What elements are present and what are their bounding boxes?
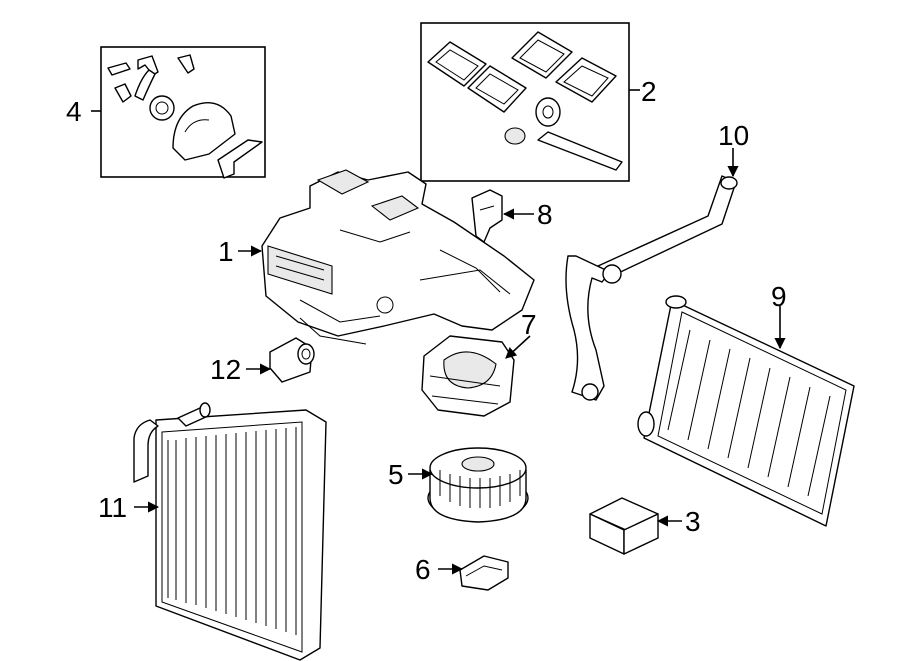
callout-4: 4 xyxy=(66,96,82,127)
heater-core xyxy=(637,295,855,527)
sensor xyxy=(471,189,503,243)
actuator-kit-group xyxy=(100,46,266,179)
actuator-kit-box xyxy=(100,46,266,178)
blower-motor xyxy=(427,447,529,523)
callout-10: 10 xyxy=(718,120,749,151)
seal-kit-box xyxy=(420,22,630,182)
evaporator xyxy=(133,402,327,661)
callout-7: 7 xyxy=(521,309,537,340)
heater-tube xyxy=(565,175,738,401)
callout-8: 8 xyxy=(537,199,553,230)
expansion-valve xyxy=(269,337,315,383)
callout-12: 12 xyxy=(210,354,241,385)
hvac-housing xyxy=(261,169,535,345)
callout-9: 9 xyxy=(771,281,787,312)
blower-resistor xyxy=(459,555,509,591)
callout-1: 1 xyxy=(218,236,234,267)
callout-6: 6 xyxy=(415,554,431,585)
callout-2: 2 xyxy=(641,76,657,107)
cabin-filter xyxy=(589,497,659,555)
blower-housing xyxy=(421,335,515,417)
callout-3: 3 xyxy=(685,506,701,537)
seal-kit-group xyxy=(420,22,630,182)
callout-5: 5 xyxy=(388,459,404,490)
callout-11: 11 xyxy=(98,492,127,523)
